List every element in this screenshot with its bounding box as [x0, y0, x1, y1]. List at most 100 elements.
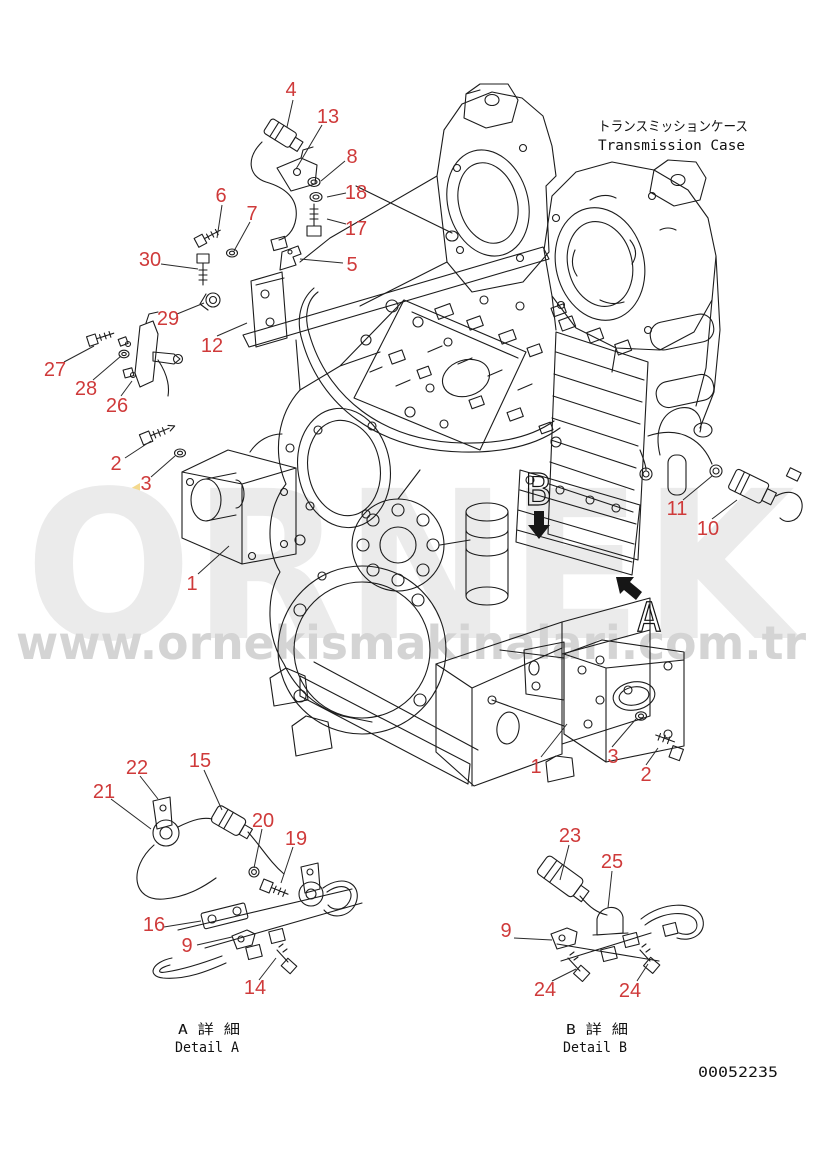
callout-10: 10 — [697, 518, 719, 540]
callout-29: 29 — [157, 308, 179, 330]
text-labels: トランスミッションケース Transmission Case A 詳 細 Det… — [175, 119, 778, 1081]
view-arrows — [528, 511, 642, 600]
leader-line-3 — [611, 718, 637, 748]
detail-a-label-en: Detail A — [175, 1040, 240, 1056]
bracket-left — [138, 424, 297, 565]
leader-line-27 — [63, 345, 95, 363]
parts-top-left — [85, 118, 323, 397]
callout-21: 21 — [93, 781, 115, 803]
callout-22: 22 — [126, 757, 148, 779]
callout-14: 14 — [244, 977, 266, 999]
leader-line-9 — [513, 937, 553, 941]
callout-24: 24 — [619, 980, 641, 1002]
detail-b-label-en: Detail B — [563, 1040, 627, 1056]
leader-line-6 — [216, 204, 223, 239]
doc-number: 00052235 — [698, 1065, 778, 1081]
leader-lines — [63, 99, 738, 982]
leader-line-9 — [196, 936, 233, 946]
leader-line-24 — [636, 963, 649, 982]
callout-4: 4 — [285, 79, 296, 101]
callout-6: 6 — [215, 185, 226, 207]
leader-line-18 — [326, 192, 347, 198]
case-upper — [299, 83, 721, 438]
callout-17: 17 — [345, 218, 367, 240]
callout-15: 15 — [189, 750, 211, 772]
leader-line-30 — [160, 263, 199, 270]
arrow-a-upleft-icon — [616, 577, 642, 600]
callout-25: 25 — [601, 851, 623, 873]
leader-line-26 — [120, 380, 133, 397]
detail-a-label-jp: A 詳 細 — [178, 1022, 240, 1038]
watermark-brand-text: ORNEK — [25, 447, 801, 687]
leader-line-14 — [258, 957, 277, 981]
view-marker-a: A — [637, 595, 661, 641]
view-markers: B A — [524, 464, 661, 641]
callout-5: 5 — [346, 254, 357, 276]
leader-line-2 — [124, 440, 152, 459]
callout-26: 26 — [106, 395, 128, 417]
callout-18: 18 — [345, 182, 367, 204]
callout-24: 24 — [534, 979, 556, 1001]
control-valve-assembly — [465, 313, 715, 606]
callout-16: 16 — [143, 914, 165, 936]
leader-line-23 — [559, 844, 570, 881]
leader-line-22 — [139, 775, 159, 800]
watermark-accent-triangle-left — [68, 488, 100, 503]
mid-machinery — [298, 287, 567, 453]
bracket-right — [491, 639, 685, 763]
callout-11: 11 — [667, 498, 688, 520]
callout-1: 1 — [530, 756, 541, 778]
transmission-assembly-drawing — [85, 83, 803, 983]
callout-23: 23 — [559, 825, 581, 847]
callout-12: 12 — [201, 335, 223, 357]
leader-line-20 — [253, 828, 263, 869]
leader-line-7 — [233, 221, 251, 252]
leader-line-16 — [163, 920, 202, 928]
leader-line-11 — [682, 475, 713, 501]
leader-line-13 — [295, 124, 323, 170]
leader-line-8 — [320, 160, 346, 182]
callout-1: 1 — [186, 573, 197, 595]
leader-line-10 — [711, 499, 738, 520]
detail-b-drawing — [536, 855, 704, 983]
leader-line-29 — [176, 302, 205, 315]
callout-2: 2 — [640, 764, 651, 786]
leader-line-19 — [280, 846, 294, 884]
detail-b-label-jp: B 詳 細 — [566, 1022, 628, 1038]
leader-line-25 — [607, 870, 613, 909]
callout-30: 30 — [139, 249, 161, 271]
callout-7: 7 — [246, 203, 257, 225]
leader-line-28 — [92, 355, 122, 381]
callout-28: 28 — [75, 378, 97, 400]
title-japanese: トランスミッションケース — [598, 119, 748, 135]
leader-line-4 — [286, 99, 294, 128]
leader-line-2 — [645, 747, 659, 766]
leader-line-15 — [203, 769, 223, 811]
watermark: ORNEK www.ornekismakinalari.com.tr — [16, 447, 806, 687]
leader-line-3 — [150, 455, 176, 478]
part-10-sensor — [647, 431, 803, 522]
detail-a-drawing — [136, 796, 363, 979]
title-english: Transmission Case — [598, 138, 745, 154]
watermark-accent-triangle-right — [106, 483, 140, 503]
leader-line-1 — [197, 545, 230, 575]
leader-line-24 — [551, 968, 577, 982]
leader-line-17 — [326, 218, 347, 225]
callout-19: 19 — [285, 828, 307, 850]
callout-8: 8 — [346, 146, 357, 168]
leader-line-21 — [110, 798, 152, 830]
callout-2: 2 — [110, 453, 121, 475]
callout-13: 13 — [317, 106, 339, 128]
leader-line-12 — [216, 322, 248, 337]
callout-27: 27 — [44, 359, 66, 381]
arrow-b-down-icon — [528, 511, 550, 539]
callout-9: 9 — [500, 920, 511, 942]
callout-3: 3 — [607, 746, 618, 768]
callout-20: 20 — [252, 810, 274, 832]
callout-9: 9 — [181, 935, 192, 957]
mounting-rail — [242, 185, 550, 348]
leader-line-1 — [540, 723, 568, 758]
